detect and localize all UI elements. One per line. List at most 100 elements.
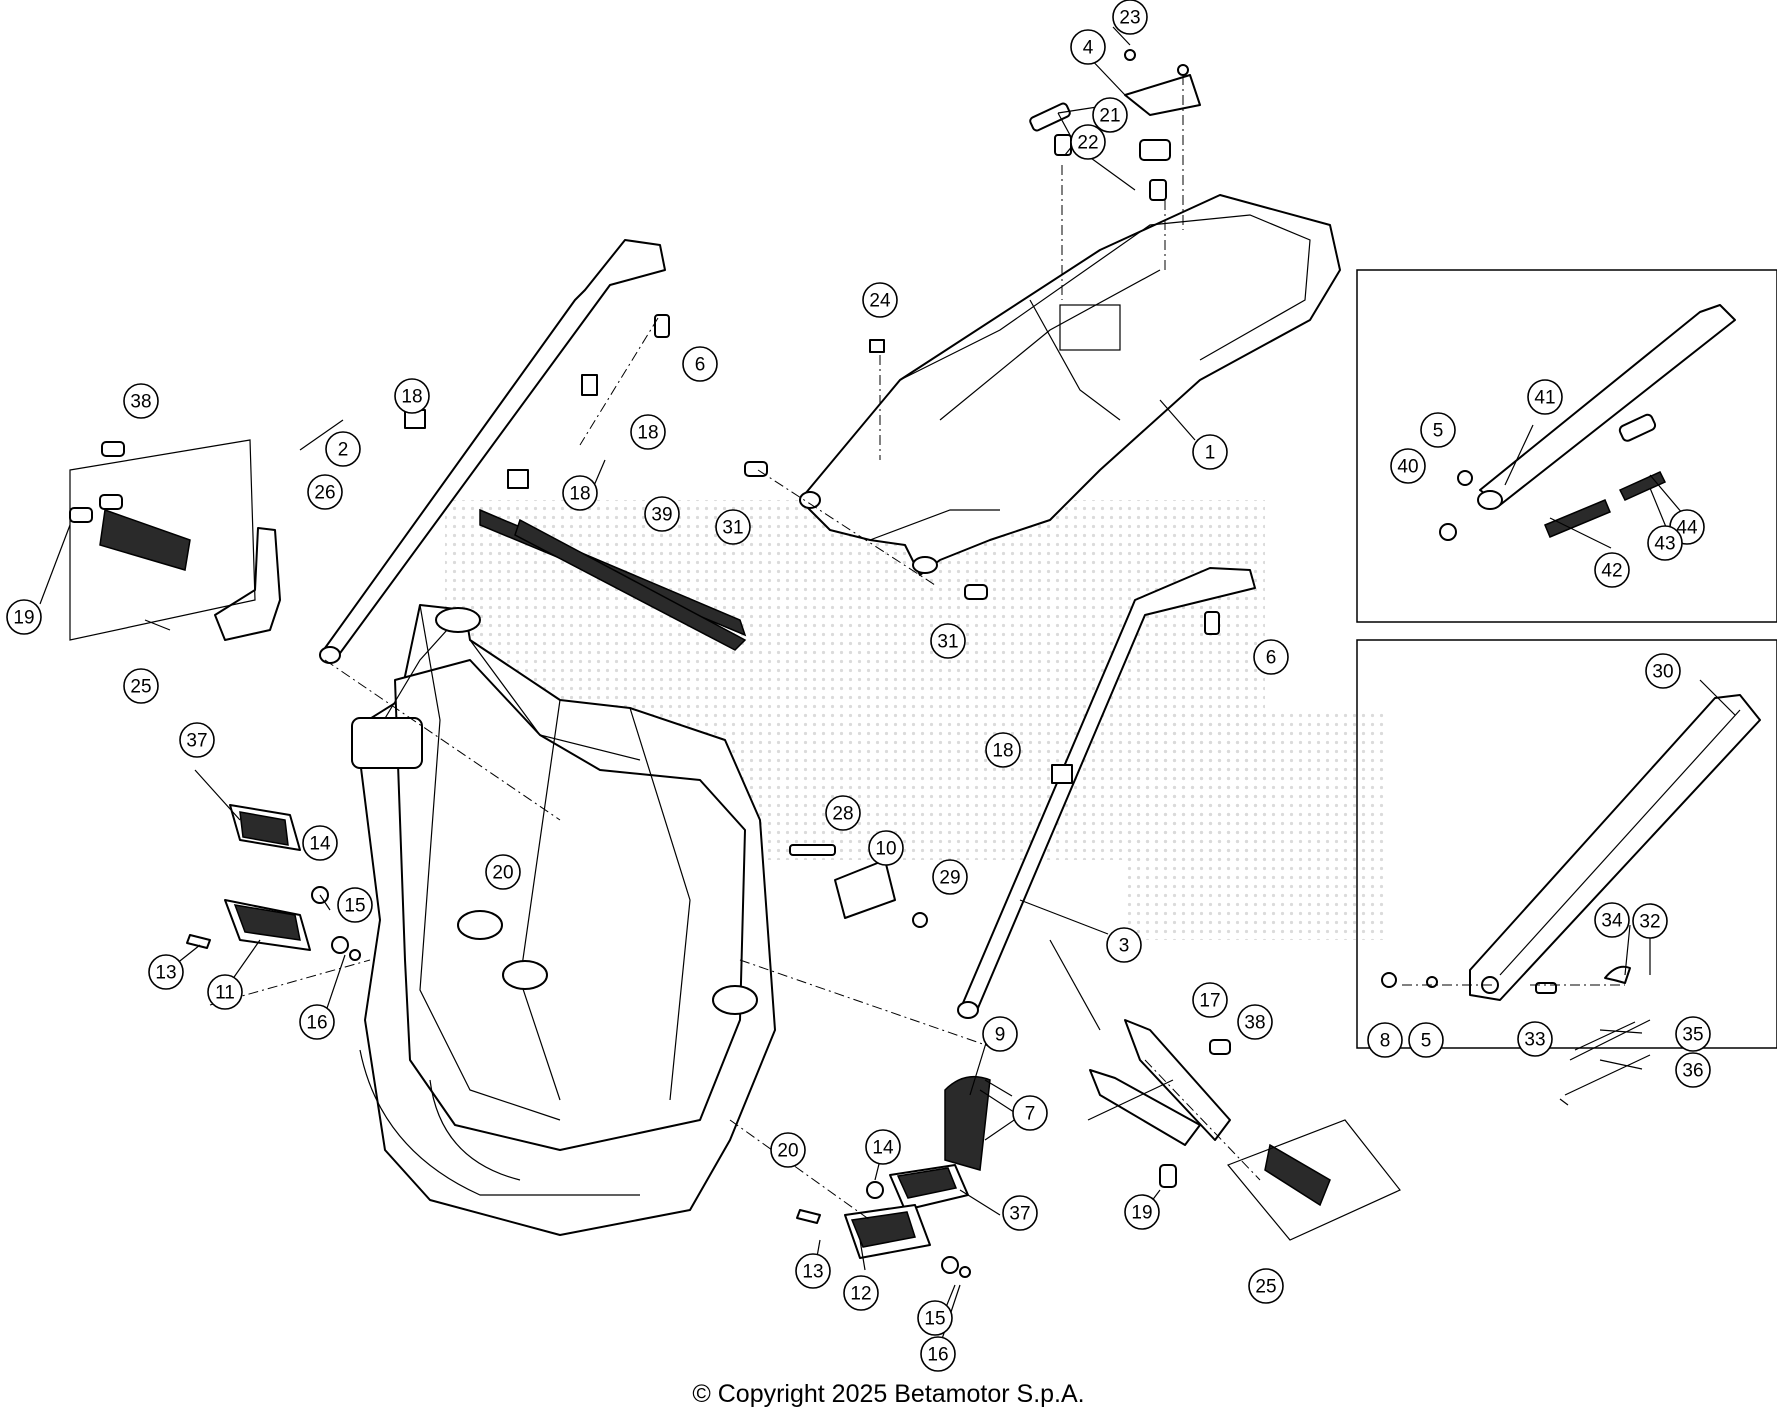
callout-23: 23: [1112, 0, 1148, 35]
callout-19: 19: [6, 599, 42, 635]
callout-number: 16: [927, 1345, 948, 1366]
callout-circle: [930, 623, 966, 659]
callout-5: 5: [1420, 412, 1456, 448]
callout-circle: [1012, 1095, 1048, 1131]
callout-circle: [1192, 434, 1228, 470]
callout-42: 42: [1594, 552, 1630, 588]
callout-circle: [1248, 1268, 1284, 1304]
callout-number: 6: [1266, 648, 1277, 669]
side-stand-short: [1439, 304, 1736, 541]
callout-number: 25: [1255, 1277, 1276, 1298]
callout-number: 16: [306, 1013, 327, 1034]
leader-lines: [39, 26, 1736, 1361]
callout-circle: [1675, 1052, 1711, 1088]
cable-clips: [404, 374, 1073, 784]
callout-41: 41: [1527, 379, 1563, 415]
callout-circle: [1124, 1194, 1160, 1230]
callout-circle: [868, 830, 904, 866]
callout-number: 9: [995, 1025, 1006, 1046]
callout-number: 7: [1025, 1104, 1036, 1125]
callout-number: 30: [1652, 662, 1673, 683]
callout-35: 35: [1675, 1016, 1711, 1052]
callout-number: 34: [1601, 911, 1623, 932]
callout-circle: [1420, 412, 1456, 448]
callout-circle: [770, 1132, 806, 1168]
callout-circle: [982, 1016, 1018, 1052]
callout-circle: [1253, 639, 1289, 675]
callout-38: 38: [1237, 1004, 1273, 1040]
callout-circle: [932, 859, 968, 895]
callout-32: 32: [1632, 903, 1668, 939]
callout-39: 39: [644, 496, 680, 532]
callout-21: 21: [1092, 97, 1128, 133]
callout-circle: [1594, 552, 1630, 588]
callout-circle: [843, 1275, 879, 1311]
callout-31: 31: [715, 509, 751, 545]
callout-circle: [123, 383, 159, 419]
callout-number: 5: [1433, 421, 1444, 442]
callout-number: 4: [1083, 38, 1094, 59]
callout-circle: [337, 887, 373, 923]
callout-circle: [630, 414, 666, 450]
callout-37: 37: [1002, 1195, 1038, 1231]
chain-guide: [479, 508, 747, 651]
callout-number: 38: [1244, 1013, 1265, 1034]
callout-38: 38: [123, 383, 159, 419]
callout-circle: [299, 1004, 335, 1040]
callout-number: 43: [1654, 534, 1675, 555]
callout-number: 28: [832, 804, 853, 825]
callout-2: 2: [325, 431, 361, 467]
left-footpeg-assembly: [186, 804, 361, 961]
callout-number: 19: [13, 608, 34, 629]
callout-15: 15: [917, 1300, 953, 1336]
callout-circle: [1106, 927, 1142, 963]
callout-circle: [682, 346, 718, 382]
callout-33: 33: [1517, 1021, 1553, 1057]
upper-frame-strut: [319, 239, 666, 664]
callout-circle: [1408, 1022, 1444, 1058]
callout-circle: [148, 954, 184, 990]
callout-number: 25: [130, 677, 151, 698]
gear-shift-lever: [1089, 1019, 1331, 1207]
callout-number: 35: [1682, 1025, 1703, 1046]
callout-circle: [394, 378, 430, 414]
callout-number: 1: [1205, 443, 1216, 464]
callout-number: 42: [1601, 561, 1622, 582]
callout-number: 22: [1077, 133, 1098, 154]
callout-circle: [644, 496, 680, 532]
upper-fixings: [654, 49, 1220, 635]
callout-7: 7: [1012, 1095, 1048, 1131]
main-frame: [351, 604, 776, 1236]
callout-circle: [1632, 903, 1668, 939]
callout-20: 20: [770, 1132, 806, 1168]
callout-number: 11: [215, 983, 235, 1004]
callout-43: 43: [1647, 525, 1683, 561]
callout-34: 34: [1594, 902, 1630, 938]
callout-18: 18: [985, 732, 1021, 768]
callout-number: 23: [1119, 8, 1140, 29]
callout-number: 5: [1421, 1031, 1432, 1052]
callout-number: 31: [722, 518, 743, 539]
callout-circle: [917, 1300, 953, 1336]
callout-10: 10: [868, 830, 904, 866]
callout-11: 11: [207, 974, 243, 1010]
callout-8: 8: [1367, 1022, 1403, 1058]
callout-number: 18: [401, 387, 422, 408]
callout-number: 15: [924, 1309, 945, 1330]
callout-18: 18: [630, 414, 666, 450]
callout-22: 22: [1070, 124, 1106, 160]
callout-number: 14: [309, 834, 331, 855]
callout-circle: [1237, 1004, 1273, 1040]
callout-number: 18: [569, 484, 590, 505]
callout-number: 12: [850, 1284, 871, 1305]
callout-number: 15: [344, 896, 365, 917]
callout-number: 21: [1099, 106, 1120, 127]
callout-circle: [325, 431, 361, 467]
callout-number: 17: [1199, 991, 1220, 1012]
callout-number: 14: [872, 1138, 894, 1159]
callout-36: 36: [1675, 1052, 1711, 1088]
inset-box-side-stand-short: [1356, 269, 1777, 623]
skid-plate-bracket: [789, 844, 991, 1171]
callout-18: 18: [394, 378, 430, 414]
callout-14: 14: [302, 825, 338, 861]
